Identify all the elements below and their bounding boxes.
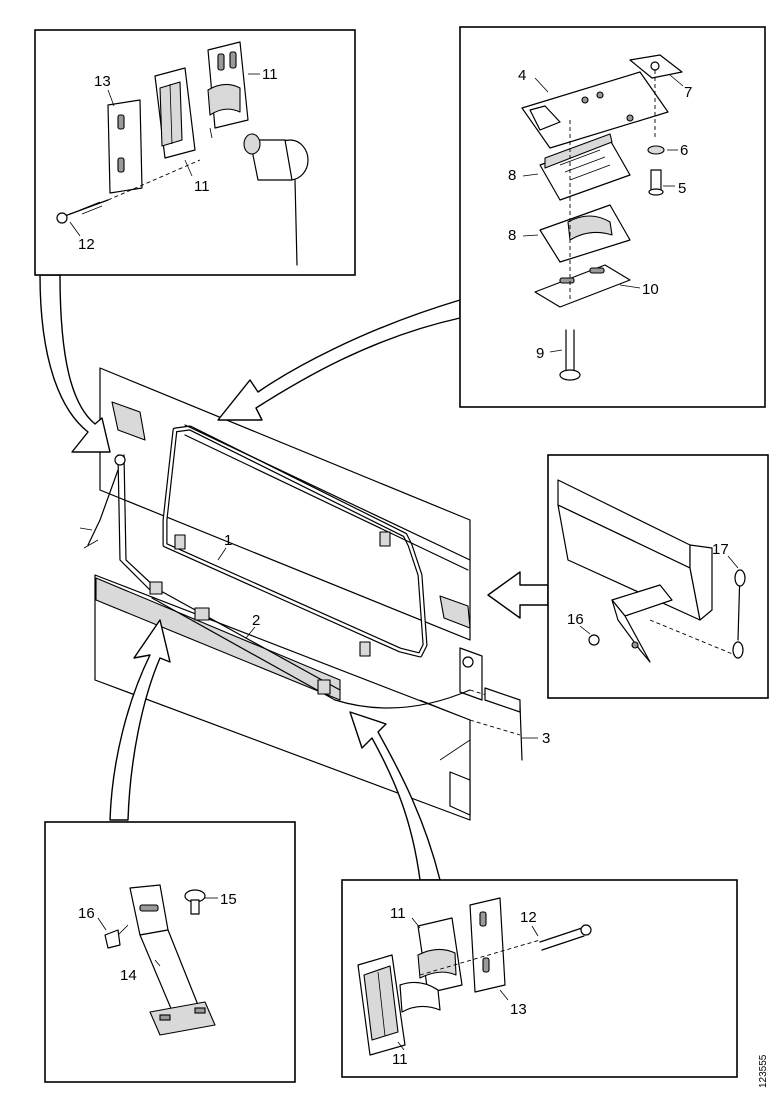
- tube-frame-1: [162, 425, 428, 658]
- callout-2: 2: [252, 612, 260, 629]
- arrow-bottom-right: [349, 711, 441, 881]
- detail-arrows: [39, 274, 549, 881]
- callout-11: 11: [392, 1051, 408, 1068]
- callout-1: 1: [224, 532, 232, 549]
- arrow-top-right: [217, 299, 461, 421]
- rail-2: [117, 454, 341, 701]
- main-callouts: 1 2 3: [217, 532, 550, 747]
- callout-16: 16: [567, 611, 584, 628]
- callout-11: 11: [390, 905, 406, 922]
- callout-7: 7: [684, 84, 692, 101]
- callout-11: 11: [262, 66, 278, 83]
- callout-4: 4: [518, 67, 526, 84]
- callout-17: 17: [712, 541, 729, 558]
- callout-12: 12: [520, 909, 537, 926]
- detail-bottom-left: 15 16 14: [44, 821, 296, 1083]
- callout-15: 15: [220, 891, 237, 908]
- callout-5: 5: [678, 180, 686, 197]
- detail-right: 17 16: [547, 454, 769, 699]
- detail-bottom-right: 11 12 13 11: [341, 879, 738, 1078]
- arrow-top-left: [39, 274, 111, 453]
- callout-10: 10: [642, 281, 659, 298]
- detail-top-left: 13 11 11 12: [34, 29, 356, 276]
- callout-13: 13: [510, 1001, 527, 1018]
- callout-3: 3: [542, 730, 550, 747]
- main-assembly: [79, 367, 523, 821]
- callout-13: 13: [94, 73, 111, 90]
- drawing-code: 123555: [758, 1054, 769, 1088]
- callout-6: 6: [680, 142, 688, 159]
- callout-12: 12: [78, 236, 95, 253]
- callout-16: 16: [78, 905, 95, 922]
- callout-11: 11: [194, 178, 210, 195]
- callout-8: 8: [508, 167, 516, 184]
- arrow-right: [487, 571, 549, 619]
- callout-14: 14: [120, 967, 137, 984]
- callout-8: 8: [508, 227, 516, 244]
- arrow-bottom-left: [109, 619, 171, 821]
- callout-9: 9: [536, 345, 544, 362]
- detail-top-right: 4 7 6 5 8 8 10 9: [459, 26, 766, 408]
